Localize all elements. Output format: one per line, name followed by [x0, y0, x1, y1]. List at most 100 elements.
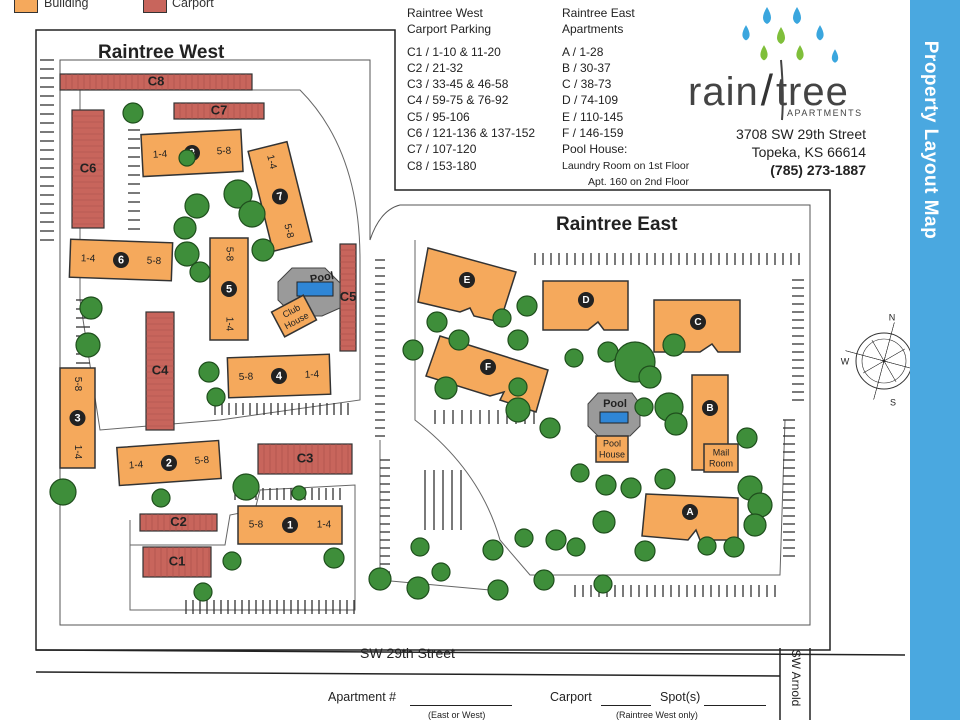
building-number: 3 [74, 412, 80, 424]
tree-icon [505, 397, 531, 423]
carport-label-c7: C7 [211, 102, 228, 117]
unit-range-left: 1-4 [81, 253, 96, 265]
unit-range-right: 1-4 [223, 317, 234, 332]
east-list-heading2: Apartments [562, 22, 624, 37]
inner-curb [59, 59, 811, 626]
list-item: C5 / 95-106 [407, 109, 470, 124]
unit-range-right: 5-8 [147, 256, 162, 268]
unit-range-left: 1-4 [264, 154, 278, 171]
spot-field[interactable] [704, 705, 766, 706]
tree-icon [487, 579, 509, 601]
east-building-f: F [425, 335, 549, 413]
tree-icon [222, 551, 242, 571]
tree-icon [634, 397, 654, 417]
building-number-badge [69, 410, 86, 426]
apartment-note: (East or West) [428, 710, 486, 720]
building-number-badge [272, 188, 288, 205]
building-letter-badge [690, 314, 706, 330]
apartment-field[interactable] [410, 705, 512, 706]
unit-range-left: 5-8 [239, 372, 254, 384]
list-item: B / 30-37 [562, 60, 611, 75]
building-letter-badge [459, 272, 475, 288]
logo-rain: rain [688, 70, 759, 114]
carport-label-c6: C6 [80, 160, 97, 175]
list-item: A / 1-28 [562, 44, 604, 59]
tree-icon [291, 485, 307, 501]
unit-range-left: 1-4 [153, 149, 168, 161]
tree-icon [410, 537, 430, 557]
club-house-shape [270, 294, 318, 338]
west-list-heading2: Carport Parking [407, 22, 492, 37]
pool-house-title: Pool House: [562, 142, 628, 157]
carport-c3 [257, 443, 353, 475]
logo-drop-icon [760, 45, 768, 61]
east-building-e: E [417, 247, 517, 323]
tree-icon [323, 547, 345, 569]
pool-house-line1: Laundry Room on 1st Floor [562, 159, 690, 172]
apartment-label: Apartment # [328, 690, 397, 704]
tree-icon [206, 387, 226, 407]
street-label-arnold: SW Arnold [789, 649, 803, 707]
building-number-badge [113, 252, 129, 268]
tree-icon [49, 478, 77, 506]
legend-building-swatch [14, 0, 38, 13]
legend-carport-swatch [143, 0, 167, 13]
tree-icon [516, 295, 538, 317]
list-item: C3 / 33-45 & 46-58 [407, 77, 509, 92]
east-apartment-list: Raintree East Apartments A / 1-28 B / 30… [562, 5, 689, 190]
tree-icon [122, 102, 144, 124]
building-letter: F [485, 362, 491, 373]
tree-icon [634, 540, 656, 562]
mail-room-label: Mail [713, 447, 730, 457]
tree-icon [448, 329, 470, 351]
tree-icon [193, 582, 213, 602]
unit-range-right: 1-4 [305, 369, 320, 381]
building-letter-badge [480, 359, 496, 375]
building-letter-badge [578, 292, 594, 308]
building-number-badge [161, 455, 177, 471]
east-building-d: D [542, 280, 629, 331]
logo-subtitle: APARTMENTS [787, 108, 863, 118]
logo-drop-icon [796, 45, 804, 61]
address-line1: 3708 SW 29th Street [736, 126, 866, 142]
spot-label: Spot(s) [660, 690, 701, 704]
building-number-badge [282, 517, 298, 533]
west-list-heading1: Raintree West [407, 6, 483, 20]
unit-range-right: 1-4 [72, 445, 83, 460]
legend-carport-label: Carport [172, 0, 214, 10]
carport-field[interactable] [601, 705, 651, 706]
tree-icon [570, 463, 590, 483]
tree-icon [426, 311, 448, 333]
list-item: C2 / 21-32 [407, 60, 464, 75]
unit-range-left: 5-8 [223, 247, 234, 262]
unit-range-left: 1-4 [128, 459, 144, 471]
building-letter-badge [702, 400, 718, 416]
address-line2: Topeka, KS 66614 [751, 144, 866, 160]
parking-stripes [40, 59, 804, 614]
tree-icon [723, 536, 745, 558]
sidebar-title: Property Layout Map [920, 40, 941, 240]
logo-tree: tree [775, 70, 849, 114]
unit-range-right: 1-4 [317, 520, 332, 531]
street-edge-top [35, 649, 906, 656]
west-lot [129, 484, 356, 611]
tree-icon [545, 529, 567, 551]
logo-drop-icon [831, 49, 839, 63]
tree-icon [595, 474, 617, 496]
building-number: 4 [276, 370, 283, 382]
unit-range-right: 5-8 [194, 455, 210, 467]
spot-note: (Raintree West only) [616, 710, 698, 720]
building-letter: B [706, 403, 713, 414]
tree-icon [514, 528, 534, 548]
tree-icon [238, 200, 266, 228]
carport-c4 [145, 311, 175, 431]
street-label-29th: SW 29th Street [360, 645, 455, 661]
tree-icon [664, 412, 688, 436]
pool-house-line2: Apt. 160 on 2nd Floor [588, 175, 689, 188]
tree-icon [402, 339, 424, 361]
carport-label-c8: C8 [148, 73, 165, 88]
